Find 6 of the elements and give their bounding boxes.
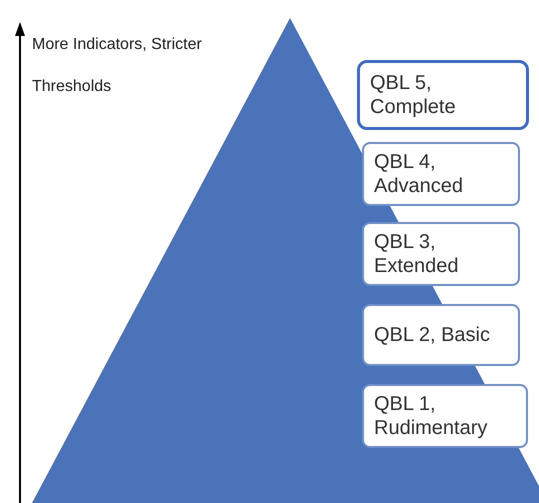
level-label: QBL 5, Complete [357, 60, 529, 130]
level-label: QBL 1, Rudimentary [362, 384, 528, 448]
axis-label: More Indicators, Stricter Thresholds [32, 35, 203, 97]
level-label: QBL 3, Extended [362, 222, 520, 286]
level-label: QBL 2, Basic [362, 304, 520, 366]
level-label: QBL 4, Advanced [362, 142, 520, 206]
